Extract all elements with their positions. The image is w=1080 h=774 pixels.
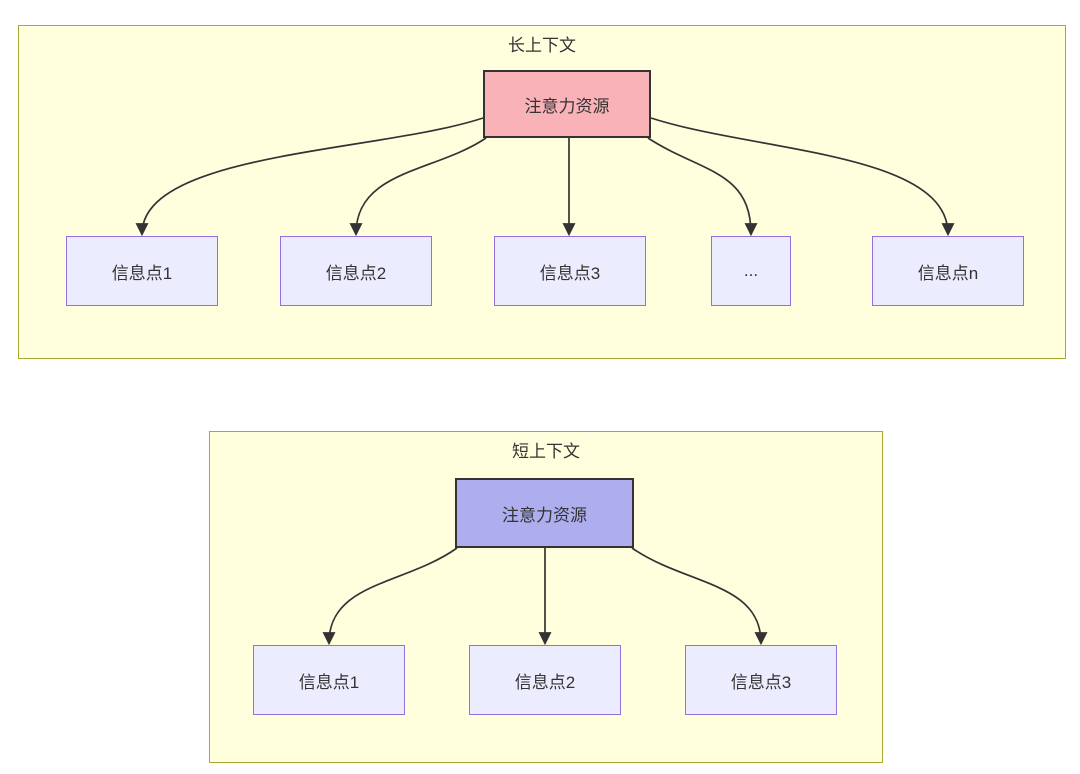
long-info-point-2: 信息点2 [280,236,432,306]
long-info-point-1: 信息点1 [66,236,218,306]
short-info-point-2: 信息点2 [469,645,621,715]
long-info-point-3: 信息点3 [494,236,646,306]
long-context-title: 长上下文 [508,36,576,55]
long-attention-resource-node: 注意力资源 [483,70,651,138]
short-attention-resource-node: 注意力资源 [455,478,634,548]
short-info-point-1: 信息点1 [253,645,405,715]
long-info-point-ellipsis: ... [711,236,791,306]
short-info-point-3: 信息点3 [685,645,837,715]
short-context-title: 短上下文 [512,442,580,461]
long-info-point-n: 信息点n [872,236,1024,306]
